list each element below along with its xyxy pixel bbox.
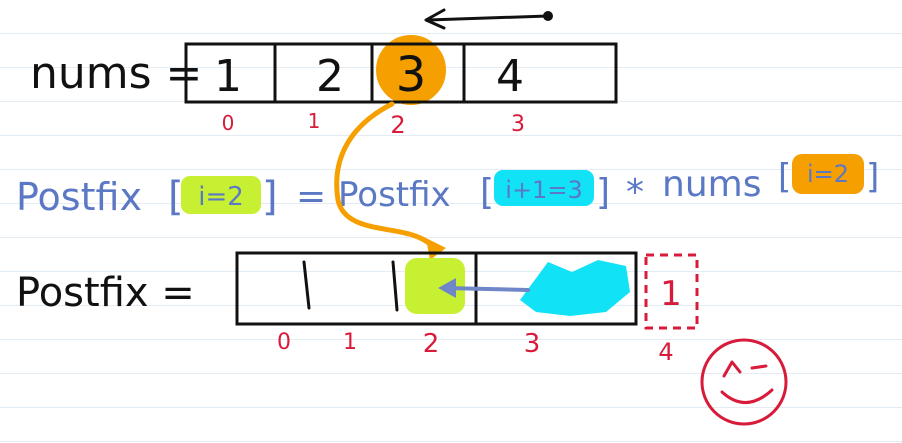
highlight-lime-postfix-2 (405, 258, 465, 314)
postfix-label: Postfix = (16, 270, 195, 316)
postfix-extra-value: 1 (660, 274, 682, 314)
formula-rhs-array: nums (662, 164, 761, 205)
highlight-cyan-index (494, 170, 594, 206)
formula-lhs-open: [ (168, 174, 184, 220)
postfix-index-4: 4 (658, 338, 673, 366)
nums-cell-0: 1 (214, 51, 242, 102)
formula-rhs-close: ] (596, 172, 610, 213)
formula-array-close: ] (866, 157, 879, 197)
nums-index-3: 3 (511, 112, 525, 137)
formula-array-open: [ (778, 157, 791, 197)
nums-cell-3: 4 (496, 51, 524, 102)
highlight-lime-lhs (181, 176, 261, 214)
postfix-index-1: 1 (343, 330, 357, 355)
smiley-icon (700, 338, 788, 426)
nums-array (184, 42, 618, 104)
postfix-index-3: 3 (524, 329, 541, 359)
postfix-extra-cell (644, 253, 699, 330)
nums-label: nums = (30, 48, 202, 99)
formula: Postfix [ i=2 ] = Postfix [ i+1=3 ] * nu… (16, 154, 879, 220)
highlight-cyan-postfix-3 (520, 260, 630, 316)
formula-rhs-open: [ (480, 172, 494, 213)
formula-times: * (626, 172, 644, 213)
blue-arrow-icon (438, 278, 530, 298)
postfix-stroke-a (302, 260, 311, 310)
highlight-nums-3 (376, 35, 446, 105)
postfix-stroke-b (391, 260, 399, 312)
nums-index-2: 2 (390, 111, 405, 139)
formula-rhs-index: i+1=3 (505, 176, 582, 204)
nums-cell-1: 2 (316, 51, 344, 102)
formula-lhs-index: i=2 (198, 182, 244, 212)
formula-lhs-name: Postfix (16, 175, 142, 219)
postfix-index-0: 0 (277, 330, 291, 355)
postfix-index-2: 2 (423, 329, 440, 359)
formula-array-index: i=2 (807, 160, 849, 188)
formula-rhs-name: Postfix (338, 175, 451, 215)
nums-index-0: 0 (222, 111, 235, 135)
nums-cell-2: 3 (396, 47, 427, 103)
formula-lhs-close: ] (262, 174, 278, 220)
nums-index-1: 1 (308, 109, 321, 133)
top-arrow-icon (424, 8, 553, 30)
highlight-orange-index (792, 154, 864, 194)
formula-equals: = (296, 176, 326, 217)
